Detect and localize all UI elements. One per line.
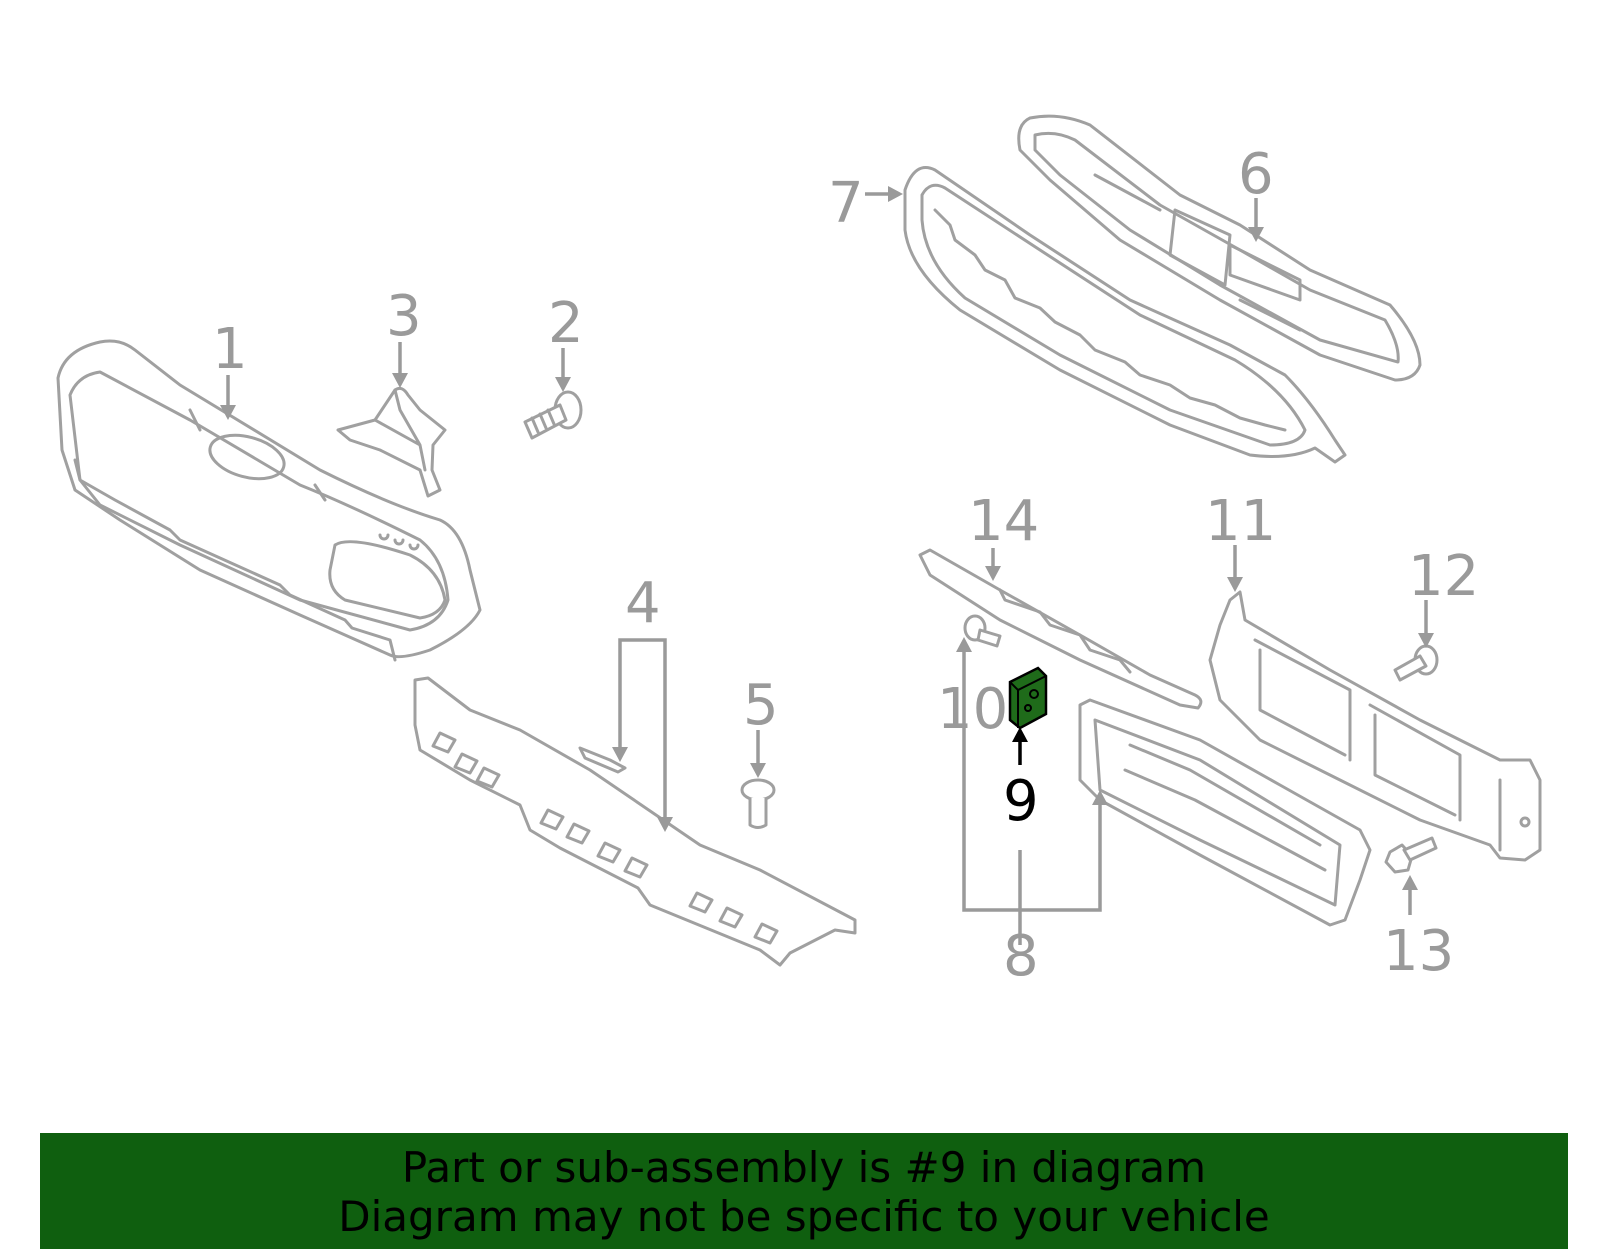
part-11-carrier bbox=[1208, 590, 1542, 862]
part-13-bolt bbox=[1384, 836, 1438, 874]
leader-lines bbox=[220, 186, 1434, 945]
callout-labels: 1 2 3 4 5 6 7 8 9 10 11 12 13 14 bbox=[212, 142, 1479, 989]
callout-11: 11 bbox=[1205, 489, 1276, 554]
part-1-grille bbox=[56, 339, 482, 662]
callout-13: 13 bbox=[1383, 919, 1454, 984]
callout-8: 8 bbox=[1003, 924, 1039, 989]
part-2-bolt bbox=[523, 390, 583, 440]
part-4-panel bbox=[413, 676, 857, 967]
banner-line-part-number: Part or sub-assembly is #9 in diagram bbox=[401, 1143, 1207, 1192]
part-6-duct bbox=[1017, 114, 1422, 382]
callout-9: 9 bbox=[1003, 769, 1039, 834]
part-9-highlighted[interactable] bbox=[1008, 666, 1048, 730]
callout-12: 12 bbox=[1408, 544, 1479, 609]
callout-2: 2 bbox=[548, 291, 584, 356]
part-7-surround bbox=[903, 166, 1347, 464]
callout-4: 4 bbox=[625, 571, 661, 636]
part-3-bracket bbox=[336, 386, 447, 498]
part-5-clip bbox=[740, 778, 776, 829]
callout-10: 10 bbox=[937, 677, 1008, 742]
callout-5: 5 bbox=[743, 673, 779, 738]
part-10-screw bbox=[963, 614, 1002, 648]
info-banner: Part or sub-assembly is #9 in diagram Di… bbox=[40, 1133, 1568, 1249]
callout-1: 1 bbox=[212, 317, 248, 382]
callout-6: 6 bbox=[1238, 142, 1274, 207]
callout-3: 3 bbox=[386, 284, 422, 349]
part-14-strip bbox=[918, 548, 1203, 710]
part-12-bolt bbox=[1393, 644, 1439, 682]
banner-line-disclaimer: Diagram may not be specific to your vehi… bbox=[338, 1192, 1270, 1241]
callout-14: 14 bbox=[968, 489, 1039, 554]
callout-7: 7 bbox=[828, 171, 864, 236]
